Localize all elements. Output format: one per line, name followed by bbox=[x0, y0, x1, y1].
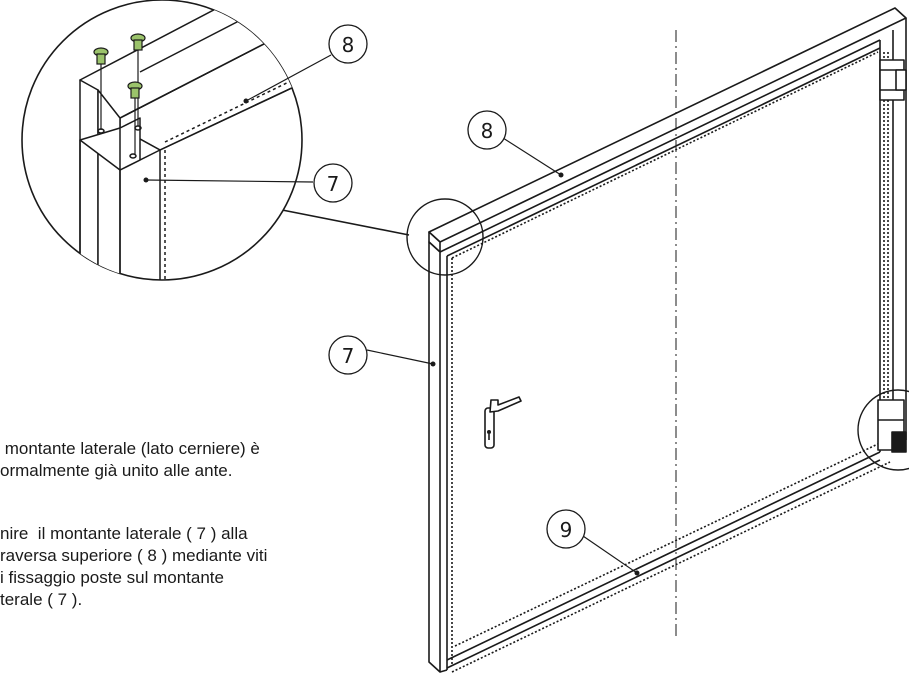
callout-label: 7 bbox=[342, 344, 355, 368]
screws bbox=[93, 33, 146, 155]
corner-detail bbox=[21, 0, 303, 281]
callout-side-post-main: 7 bbox=[328, 335, 436, 375]
door-frame bbox=[406, 7, 909, 673]
door-handle bbox=[484, 396, 522, 449]
instruction-note-1: montante laterale (lato cerniere) è orma… bbox=[0, 439, 260, 480]
left-post bbox=[428, 241, 441, 673]
instruction-note-2: nire il montante laterale ( 7 ) alla rav… bbox=[0, 524, 268, 609]
lower-hinge bbox=[877, 399, 905, 451]
callout-label: 8 bbox=[342, 33, 355, 57]
callout-top-rail-main: 8 bbox=[467, 110, 564, 178]
callout-side-post-detail: 7 bbox=[143, 163, 353, 203]
callout-label: 9 bbox=[560, 518, 573, 542]
callout-bottom-rail: 9 bbox=[546, 509, 640, 576]
callout-top-rail-detail: 8 bbox=[243, 24, 368, 104]
detail-connector bbox=[271, 207, 410, 236]
detail-marker-circle bbox=[406, 198, 484, 276]
callout-label: 7 bbox=[327, 172, 340, 196]
hinge-detail-circle bbox=[857, 389, 909, 471]
callout-label: 8 bbox=[481, 119, 494, 143]
upper-hinge bbox=[879, 59, 905, 101]
